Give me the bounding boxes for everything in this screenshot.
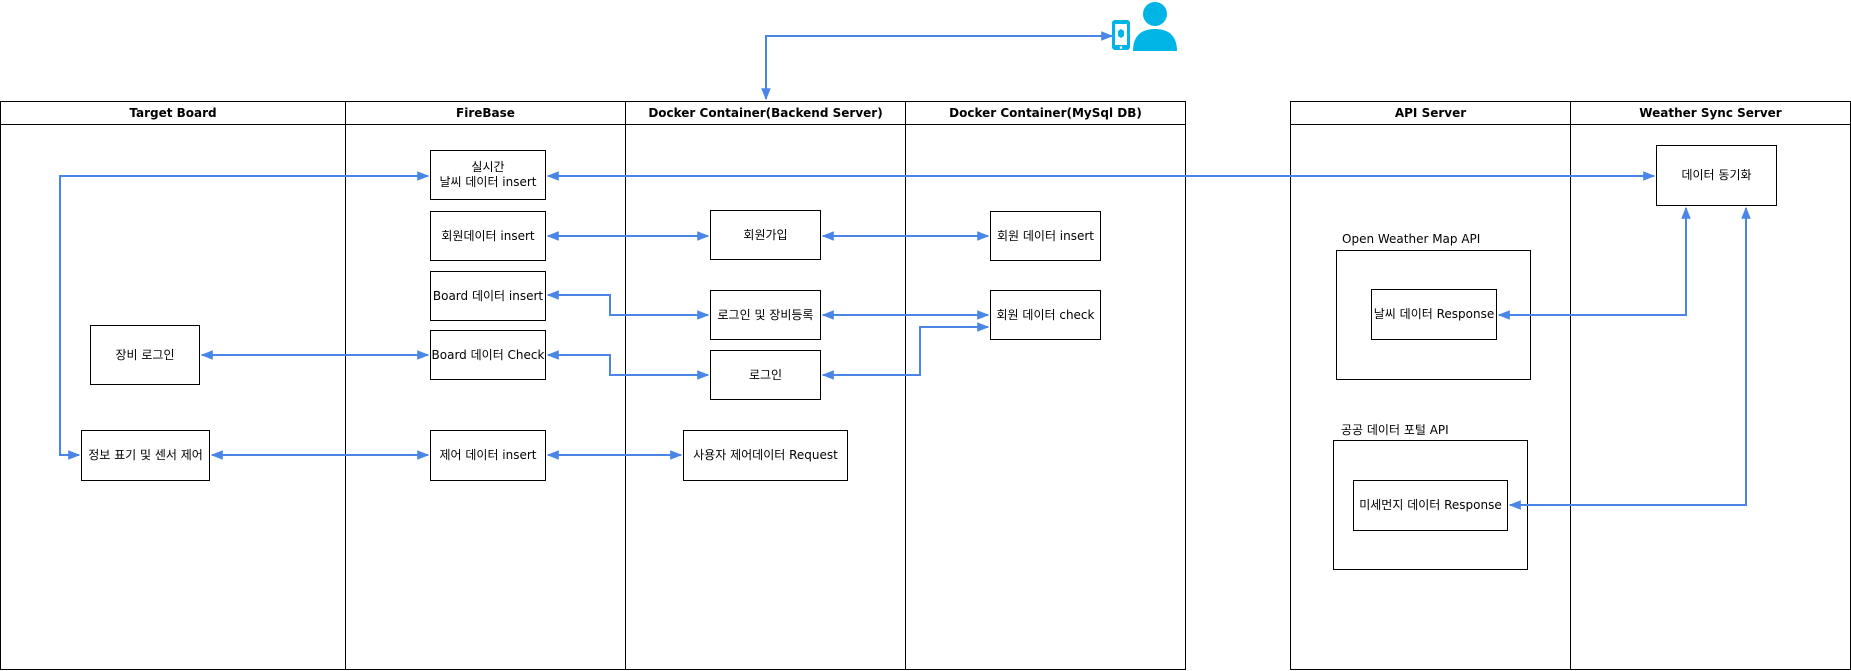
node-weather-response[interactable]: 날씨 데이터 Response [1371, 289, 1497, 340]
lane-mysql: Docker Container(MySql DB) [905, 101, 1186, 670]
lane-target-board: Target Board [0, 101, 346, 670]
group-label-open-weather: Open Weather Map API [1342, 232, 1481, 246]
node-info-display[interactable]: 정보 표기 및 센서 제어 [81, 430, 210, 481]
node-data-sync[interactable]: 데이터 동기화 [1656, 145, 1777, 206]
node-login-register[interactable]: 로그인 및 장비등록 [710, 290, 821, 340]
lane-title-target-board: Target Board [1, 102, 345, 125]
lane-api-server: API Server [1290, 101, 1571, 670]
node-board-check[interactable]: Board 데이터 Check [430, 330, 546, 380]
lane-title-weather-sync: Weather Sync Server [1571, 102, 1850, 125]
lane-title-mysql: Docker Container(MySql DB) [906, 102, 1185, 125]
node-user-control-request[interactable]: 사용자 제어데이터 Request [683, 430, 848, 481]
node-control-insert[interactable]: 제어 데이터 insert [430, 430, 546, 481]
group-label-public-data: 공공 데이터 포털 API [1341, 423, 1449, 437]
lane-title-backend: Docker Container(Backend Server) [626, 102, 905, 125]
node-equipment-login[interactable]: 장비 로그인 [90, 325, 200, 385]
node-member-check-db[interactable]: 회원 데이터 check [990, 290, 1101, 340]
user-with-phone-icon[interactable] [1108, 0, 1178, 52]
phone-icon [1112, 20, 1130, 50]
lane-title-api-server: API Server [1291, 102, 1570, 125]
node-board-insert[interactable]: Board 데이터 insert [430, 271, 546, 321]
node-dust-response[interactable]: 미세먼지 데이터 Response [1353, 480, 1508, 531]
node-realtime-weather[interactable]: 실시간 날씨 데이터 insert [430, 150, 546, 200]
person-icon [1133, 2, 1177, 51]
node-signup[interactable]: 회원가입 [710, 210, 821, 260]
node-login[interactable]: 로그인 [710, 350, 821, 400]
node-member-insert-fb[interactable]: 회원데이터 insert [430, 211, 546, 261]
lane-title-firebase: FireBase [346, 102, 625, 125]
node-member-insert-db[interactable]: 회원 데이터 insert [990, 211, 1101, 261]
edge-user-backend [761, 31, 1114, 101]
